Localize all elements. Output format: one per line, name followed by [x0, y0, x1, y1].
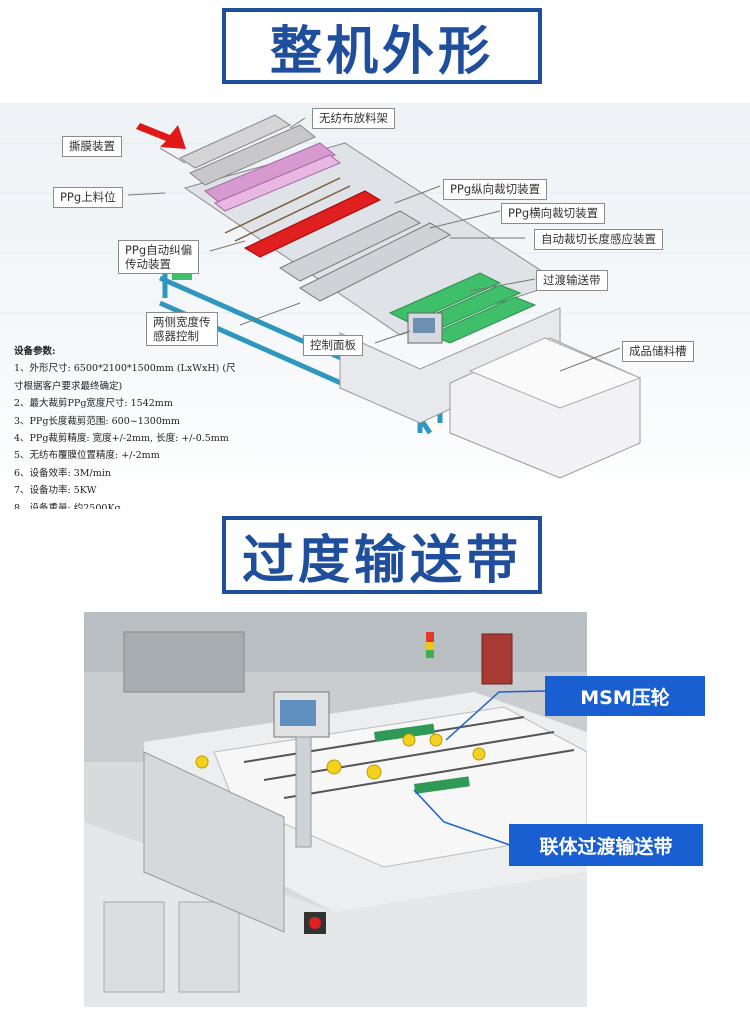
section-title-transition-belt: 过度输送带	[222, 516, 542, 594]
section-title-machine-appearance: 整机外形	[222, 8, 542, 84]
callout-peel-device: 撕膜装置	[62, 136, 122, 157]
callout-auto-length: 自动裁切长度感应装置	[534, 229, 663, 250]
equipment-parameters: 设备参数: 1、外形尺寸: 6500*2100*1500mm (LxWxH) (…	[14, 343, 284, 509]
callout-width-line1: 两侧宽度传	[153, 315, 211, 329]
params-line: 寸根据客户要求最终确定)	[14, 380, 123, 392]
section-title-text: 整机外形	[269, 21, 494, 82]
label-msm-roller: MSM压轮	[546, 677, 704, 715]
transition-belt-photo	[84, 612, 587, 1007]
callout-transition-belt: 过渡输送带	[536, 270, 608, 291]
callout-rectify: PPg自动纠偏 传动装置	[118, 240, 200, 274]
params-line: 7、设备功率: 5KW	[14, 485, 97, 497]
params-line: 1、外形尺寸: 6500*2100*1500mm (LxWxH) (尺	[14, 363, 236, 375]
callout-nonwoven-rack: 无纺布放料架	[312, 108, 395, 129]
callout-control-panel: 控制面板	[303, 335, 363, 356]
params-line: 4、PPg裁剪精度: 宽度+/-2mm, 长度: +/-0.5mm	[14, 433, 229, 445]
callout-width-line2: 感器控制	[153, 329, 199, 343]
callout-rectify-line2: 传动装置	[125, 257, 171, 271]
machine-illustration	[0, 114, 750, 479]
machine-diagram: 撕膜装置 无纺布放料架 PPg上料位 PPg纵向裁切装置 PPg横向裁切装置 P…	[0, 103, 750, 509]
callout-width-sensor: 两侧宽度传 感器控制	[146, 312, 218, 346]
section-title-text: 过度输送带	[241, 530, 522, 591]
arrow-icon	[136, 123, 186, 149]
photo-illustration	[84, 612, 587, 1007]
callout-ppg-feed: PPg上料位	[53, 187, 123, 208]
label-conjoined-belt: 联体过渡输送带	[510, 825, 702, 865]
callout-storage-tray: 成品储料槽	[622, 341, 694, 362]
callout-long-cut: PPg纵向裁切装置	[443, 179, 548, 200]
params-heading: 设备参数:	[14, 346, 56, 357]
callout-cross-cut: PPg横向裁切装置	[501, 203, 606, 224]
params-line: 5、无纺布覆膜位置精度: +/-2mm	[14, 450, 160, 462]
params-line: 2、最大裁剪PPg宽度尺寸: 1542mm	[14, 398, 173, 410]
params-line: 6、设备效率: 3M/min	[14, 467, 111, 479]
callout-rectify-line1: PPg自动纠偏	[125, 243, 193, 257]
params-line: 3、PPg长度裁剪范围: 600~1300mm	[14, 415, 180, 427]
params-line: 8、设备重量: 约2500Kg	[14, 502, 121, 509]
